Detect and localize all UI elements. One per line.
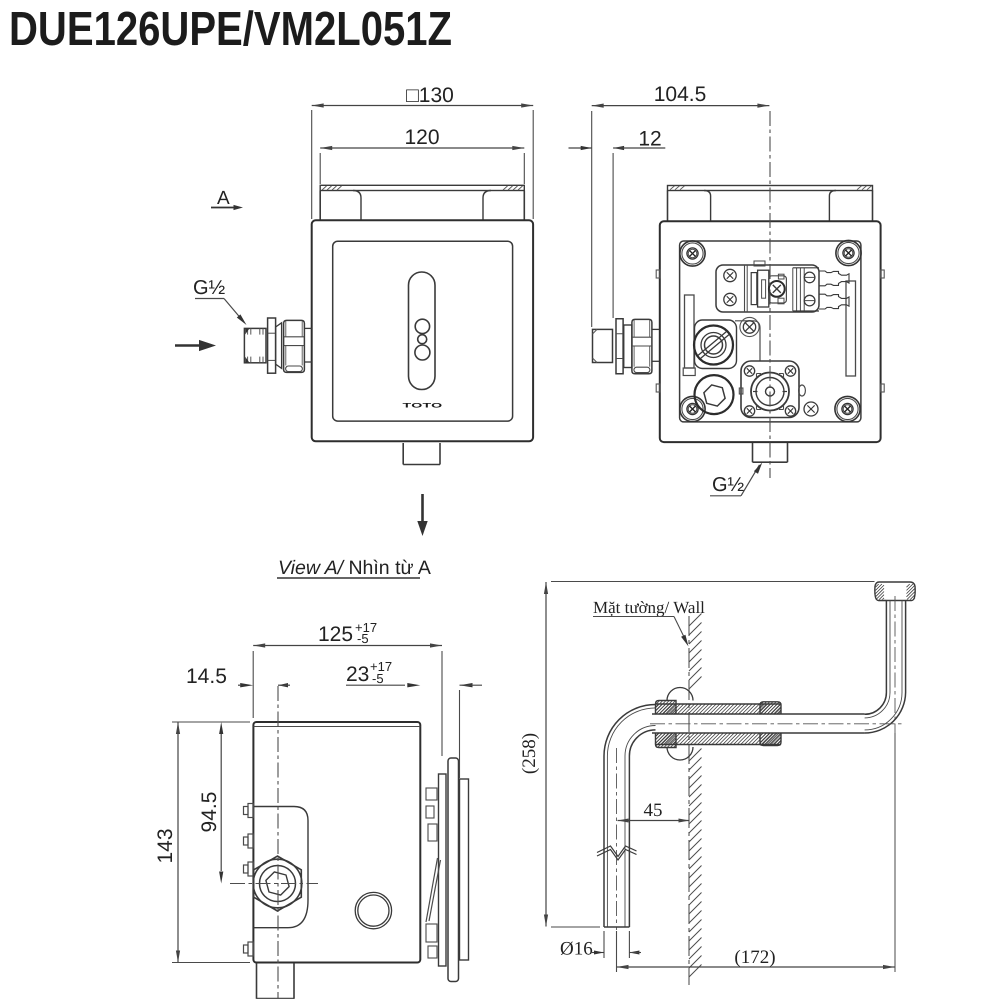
svg-text:45: 45 — [644, 800, 663, 821]
svg-text:Ø16: Ø16 — [560, 939, 593, 960]
svg-text:G½: G½ — [712, 474, 745, 496]
svg-text:-5: -5 — [357, 631, 369, 646]
svg-text:G½: G½ — [193, 277, 226, 299]
svg-text:Mặt tường/ Wall: Mặt tường/ Wall — [593, 598, 705, 617]
svg-text:14.5: 14.5 — [186, 665, 227, 688]
svg-text:143: 143 — [154, 828, 177, 863]
svg-text:23: 23 — [346, 663, 369, 686]
svg-text:DUE126UPE/VM2L051Z: DUE126UPE/VM2L051Z — [9, 3, 452, 56]
svg-text:(172): (172) — [734, 947, 775, 968]
svg-text:+17: +17 — [370, 659, 392, 674]
svg-text:120: 120 — [404, 126, 439, 149]
svg-text:94.5: 94.5 — [198, 792, 221, 833]
svg-text:12: 12 — [638, 128, 661, 151]
svg-text:A: A — [217, 188, 230, 209]
svg-text:TOTO: TOTO — [403, 402, 443, 409]
svg-text:125: 125 — [318, 623, 353, 646]
svg-text:104.5: 104.5 — [654, 83, 707, 106]
svg-text:(258): (258) — [519, 733, 540, 774]
svg-text:□130: □130 — [406, 84, 454, 107]
svg-text:-5: -5 — [372, 671, 384, 686]
svg-text:+17: +17 — [355, 620, 377, 635]
svg-text:View A/ Nhìn từ A: View A/ Nhìn từ A — [278, 557, 431, 579]
